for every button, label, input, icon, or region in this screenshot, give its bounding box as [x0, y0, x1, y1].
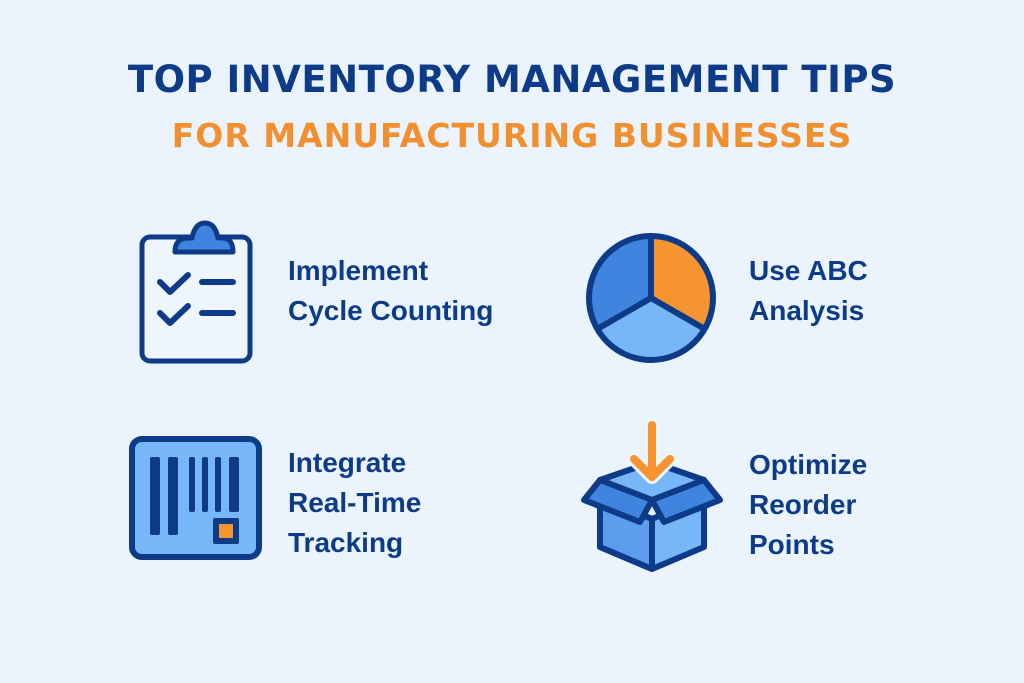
tip-label-real-time-tracking: Integrate Real-Time Tracking	[288, 443, 421, 563]
tip-label-reorder-points: Optimize Reorder Points	[749, 445, 867, 565]
tip-line: Integrate	[288, 447, 407, 478]
tip-line: Cycle Counting	[288, 295, 494, 326]
tip-label-cycle-counting: Implement Cycle Counting	[288, 251, 493, 331]
tip-line: Analysis	[749, 295, 865, 326]
tip-line: Real-Time	[288, 487, 422, 518]
page-title: TOP INVENTORY MANAGEMENT TIPS	[127, 58, 897, 101]
barcode-icon	[129, 436, 262, 560]
page-subtitle: FOR MANUFACTURING BUSINESSES	[171, 116, 853, 155]
box-down-arrow-icon	[581, 418, 723, 572]
tip-line: Tracking	[288, 527, 404, 558]
tip-label-abc-analysis: Use ABC Analysis	[749, 251, 868, 331]
tip-line: Reorder	[749, 489, 857, 520]
tip-line: Use ABC	[749, 255, 868, 286]
tip-line: Points	[749, 529, 835, 560]
tip-line: Implement	[288, 255, 429, 286]
tip-line: Optimize	[749, 449, 868, 480]
pie-chart-icon	[586, 233, 716, 363]
clipboard-checklist-icon	[139, 220, 253, 364]
